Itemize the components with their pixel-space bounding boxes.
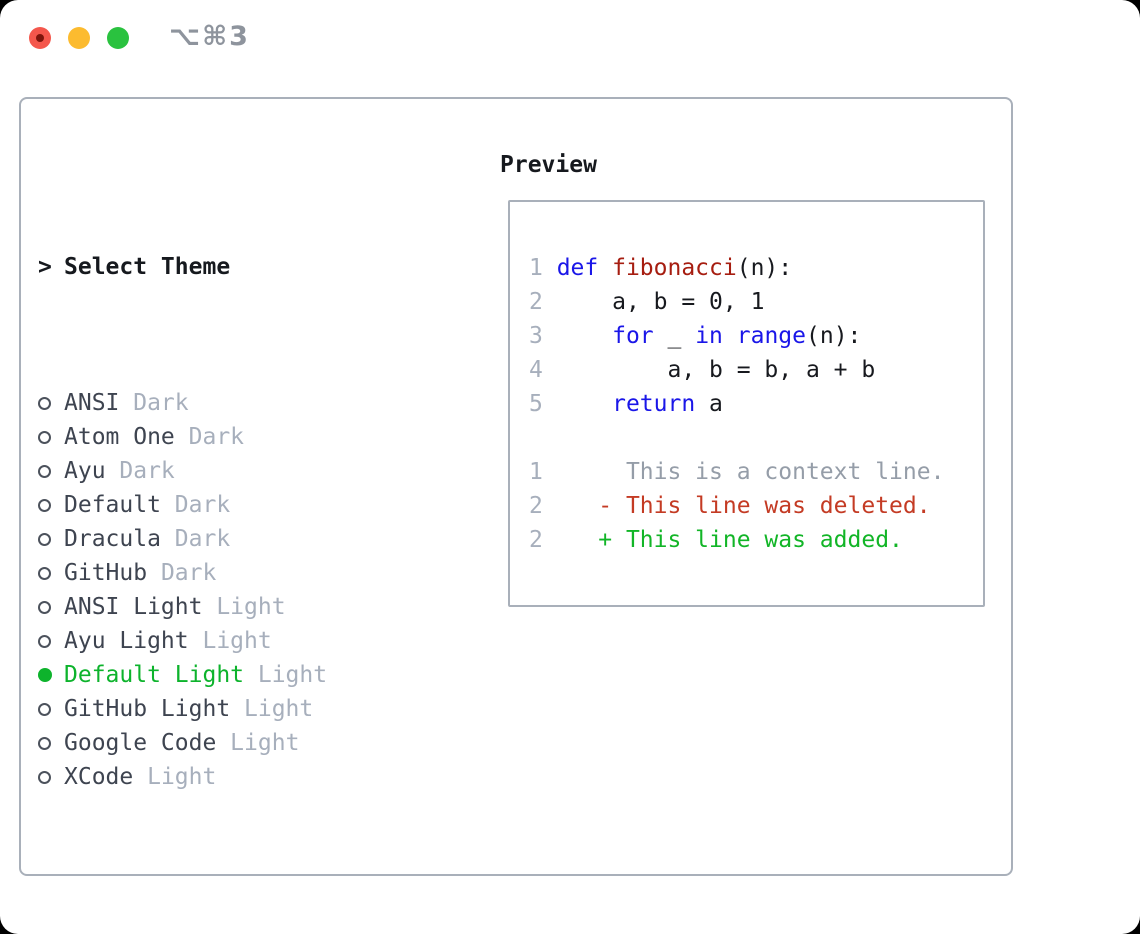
titlebar: ⌥⌘3 <box>0 0 1140 78</box>
option-label: GitHub Light <box>64 696 231 722</box>
radio-icon <box>38 702 51 716</box>
option-label: ANSI <box>64 390 120 416</box>
theme-variant-label: Dark <box>105 458 175 484</box>
radio-icon <box>38 430 51 444</box>
theme-list-item[interactable]: Dracula Dark <box>38 522 426 556</box>
theme-list-item[interactable]: GitHub Dark <box>38 556 426 590</box>
theme-variant-label: Light <box>216 730 300 756</box>
zoom-button[interactable] <box>107 27 129 49</box>
code-line: 2 + This line was added. <box>529 527 903 553</box>
theme-list-item[interactable]: ANSI Light Light <box>38 590 426 624</box>
radio-selected-icon <box>38 668 52 682</box>
preview-title: Preview <box>500 152 597 178</box>
theme-variant-label: Light <box>188 628 272 654</box>
theme-list-item[interactable]: Atom One Dark <box>38 420 426 454</box>
radio-icon <box>38 566 51 580</box>
theme-list-item[interactable]: XCode Light <box>38 760 426 794</box>
radio-icon <box>38 736 51 750</box>
theme-variant-label: Dark <box>147 560 217 586</box>
theme-list-item[interactable]: Ayu Dark <box>38 454 426 488</box>
theme-list-item[interactable]: ANSI Dark <box>38 386 426 420</box>
theme-variant-label: Dark <box>160 492 231 518</box>
option-label: Google Code <box>64 730 217 756</box>
theme-variant-label: Light <box>230 696 314 722</box>
theme-list-item[interactable]: Google Code Light <box>38 726 426 760</box>
window-shortcut-label: ⌥⌘3 <box>169 21 250 52</box>
close-button[interactable] <box>29 27 51 49</box>
code-line: 1 def fibonacci(n): <box>529 255 793 281</box>
option-label: XCode <box>64 764 134 790</box>
code-line: 4 a, b = b, a + b <box>529 357 876 383</box>
option-label: Ayu Light <box>64 628 189 654</box>
code-line: 1 This is a context line. <box>529 459 945 485</box>
code-line: 2 a, b = 0, 1 <box>529 289 765 315</box>
theme-variant-label: Light <box>133 764 217 790</box>
theme-variant-label: Light <box>202 594 286 620</box>
radio-icon <box>38 770 51 784</box>
radio-icon <box>38 498 51 512</box>
minimize-button[interactable] <box>68 27 90 49</box>
option-label: Atom One <box>64 424 175 450</box>
option-label: Default <box>64 492 161 518</box>
radio-icon <box>38 464 51 478</box>
preview-box: 1 def fibonacci(n): 2 a, b = 0, 1 3 for _ … <box>508 200 985 607</box>
theme-variant-label: Dark <box>160 526 231 552</box>
theme-list-item[interactable]: Default Dark <box>38 488 426 522</box>
option-label: Default Light <box>64 662 245 688</box>
option-label: Dracula <box>64 526 161 552</box>
theme-list-title: Select Theme <box>64 254 231 280</box>
radio-icon <box>38 634 51 648</box>
theme-list-item[interactable]: Ayu Light Light <box>38 624 426 658</box>
theme-variant-label: Dark <box>119 390 189 416</box>
spacer <box>38 896 426 930</box>
radio-icon <box>38 396 51 410</box>
cursor-icon: > <box>38 254 52 280</box>
option-label: GitHub <box>64 560 148 586</box>
code-line: 3 for _ in range(n): <box>529 323 862 349</box>
code-line: 5 return a <box>529 391 723 417</box>
radio-icon <box>38 532 51 546</box>
code-line: 2 - This line was deleted. <box>529 493 931 519</box>
theme-variant-label: Dark <box>174 424 245 450</box>
theme-list-header-row: > Select Theme <box>38 250 426 284</box>
theme-variant-label: Light <box>244 662 328 688</box>
option-label: Ayu <box>64 458 106 484</box>
code-line <box>529 421 983 455</box>
option-label: ANSI Light <box>64 594 203 620</box>
radio-icon <box>38 600 51 614</box>
theme-list-item[interactable]: GitHub Light Light <box>38 692 426 726</box>
theme-list-item[interactable]: Default Light Light <box>38 658 426 692</box>
